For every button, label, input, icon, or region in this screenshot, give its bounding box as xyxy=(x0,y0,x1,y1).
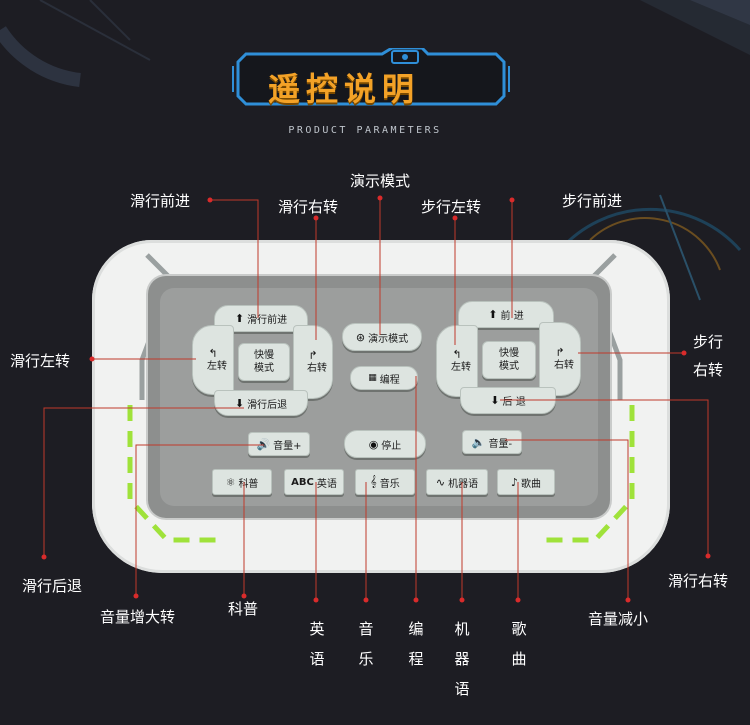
callout-walk-forward: 步行前进 xyxy=(562,192,623,210)
walk-speed-label: 快慢模式 xyxy=(499,348,519,372)
demo-mode-button[interactable]: ⊛ 演示模式 xyxy=(342,323,422,351)
song-label: 歌曲 xyxy=(521,478,542,490)
glide-speed-label: 快慢模式 xyxy=(254,350,274,374)
callout-walk-right-turn: 步行右转 xyxy=(693,333,724,379)
arrow-up-icon: ⬆ xyxy=(234,312,245,325)
volume-down-label: 音量- xyxy=(488,438,513,450)
music-note-icon: 𝄞 xyxy=(370,475,377,488)
title-badge xyxy=(232,48,510,106)
volume-up-button[interactable]: 🔊 音量+ xyxy=(248,432,310,456)
callout-glide-forward: 滑行前进 xyxy=(130,192,191,210)
speaker-icon: 🔊 xyxy=(256,437,271,451)
atom-icon: ⚛ xyxy=(225,475,236,489)
callout-demo-mode: 演示模式 xyxy=(350,172,411,190)
callout-glide-left-turn: 滑行左转 xyxy=(10,352,71,370)
stop-label: 停止 xyxy=(381,440,402,452)
callout-glide-right-turn-bottom: 滑行右转 xyxy=(668,572,729,590)
turn-left-icon: ↰ xyxy=(208,346,218,360)
english-label: 英语 xyxy=(316,478,337,490)
callout-science: 科普 xyxy=(228,600,259,618)
abc-icon: ABC xyxy=(291,476,314,488)
glide-back-button[interactable]: ⬇ 滑行后退 xyxy=(214,390,308,416)
glide-left-button[interactable]: ↰ 左转 xyxy=(192,325,234,395)
program-button[interactable]: ▦ 编程 xyxy=(350,366,418,390)
glide-back-label: 滑行后退 xyxy=(247,399,288,411)
science-label: 科普 xyxy=(238,478,259,490)
windows-icon: ▦ xyxy=(368,373,377,383)
glide-speed-button[interactable]: 快慢模式 xyxy=(238,343,290,381)
callout-robot-language: 机器语 xyxy=(454,620,470,698)
walk-speed-button[interactable]: 快慢模式 xyxy=(482,341,536,379)
robot-language-label: 机器语 xyxy=(448,478,479,490)
arrow-down-icon: ⬇ xyxy=(234,396,245,410)
callout-walk-left-turn: 步行左转 xyxy=(421,198,482,216)
callout-volume-up: 音量增大转 xyxy=(100,608,176,626)
glide-forward-label: 滑行前进 xyxy=(247,315,288,326)
walk-back-label: 后 退 xyxy=(502,397,526,408)
arrow-down-icon: ⬇ xyxy=(490,394,500,407)
callout-volume-down: 音量减小 xyxy=(588,610,649,628)
page-title: 遥控说明 xyxy=(268,70,421,108)
music-label: 音乐 xyxy=(379,478,400,490)
eighth-note-icon: ♪ xyxy=(510,475,519,489)
waveform-icon: ∿ xyxy=(435,475,446,489)
walk-left-button[interactable]: ↰ 左转 xyxy=(436,325,478,397)
arrow-up-icon: ⬆ xyxy=(488,308,498,321)
glide-right-button[interactable]: ↱ 右转 xyxy=(293,325,333,399)
volume-up-label: 音量+ xyxy=(273,440,302,452)
demo-mode-label: 演示模式 xyxy=(368,333,409,345)
callout-music: 音乐 xyxy=(358,620,374,668)
science-button[interactable]: ⚛ 科普 xyxy=(212,469,272,495)
glide-right-label: 右转 xyxy=(307,362,327,374)
music-button[interactable]: 𝄞 音乐 xyxy=(355,469,415,495)
callout-song: 歌曲 xyxy=(511,620,527,668)
volume-down-button[interactable]: 🔈 音量- xyxy=(462,430,522,454)
callout-glide-backward: 滑行后退 xyxy=(22,577,83,595)
turn-right-icon: ↱ xyxy=(308,348,318,362)
page-subtitle: PRODUCT PARAMETERS xyxy=(288,125,442,136)
stop-button[interactable]: ◉ 停止 xyxy=(344,430,426,458)
film-reel-icon: ⊛ xyxy=(355,330,366,344)
walk-left-label: 左转 xyxy=(451,361,471,373)
turn-left-icon: ↰ xyxy=(452,347,462,361)
turn-right-icon: ↱ xyxy=(555,345,565,359)
english-button[interactable]: ABC 英语 xyxy=(284,469,344,495)
callout-english: 英语 xyxy=(309,620,325,668)
robot-language-button[interactable]: ∿ 机器语 xyxy=(426,469,488,495)
glide-left-label: 左转 xyxy=(207,360,227,372)
program-label: 编程 xyxy=(379,374,400,386)
walk-right-label: 右转 xyxy=(554,359,574,371)
stop-icon: ◉ xyxy=(368,437,379,451)
callout-programming: 编程 xyxy=(408,620,424,668)
song-button[interactable]: ♪ 歌曲 xyxy=(497,469,555,495)
walk-right-button[interactable]: ↱ 右转 xyxy=(539,322,581,396)
callout-glide-right-turn-top: 滑行右转 xyxy=(278,198,339,216)
speaker-icon: 🔈 xyxy=(471,435,486,449)
